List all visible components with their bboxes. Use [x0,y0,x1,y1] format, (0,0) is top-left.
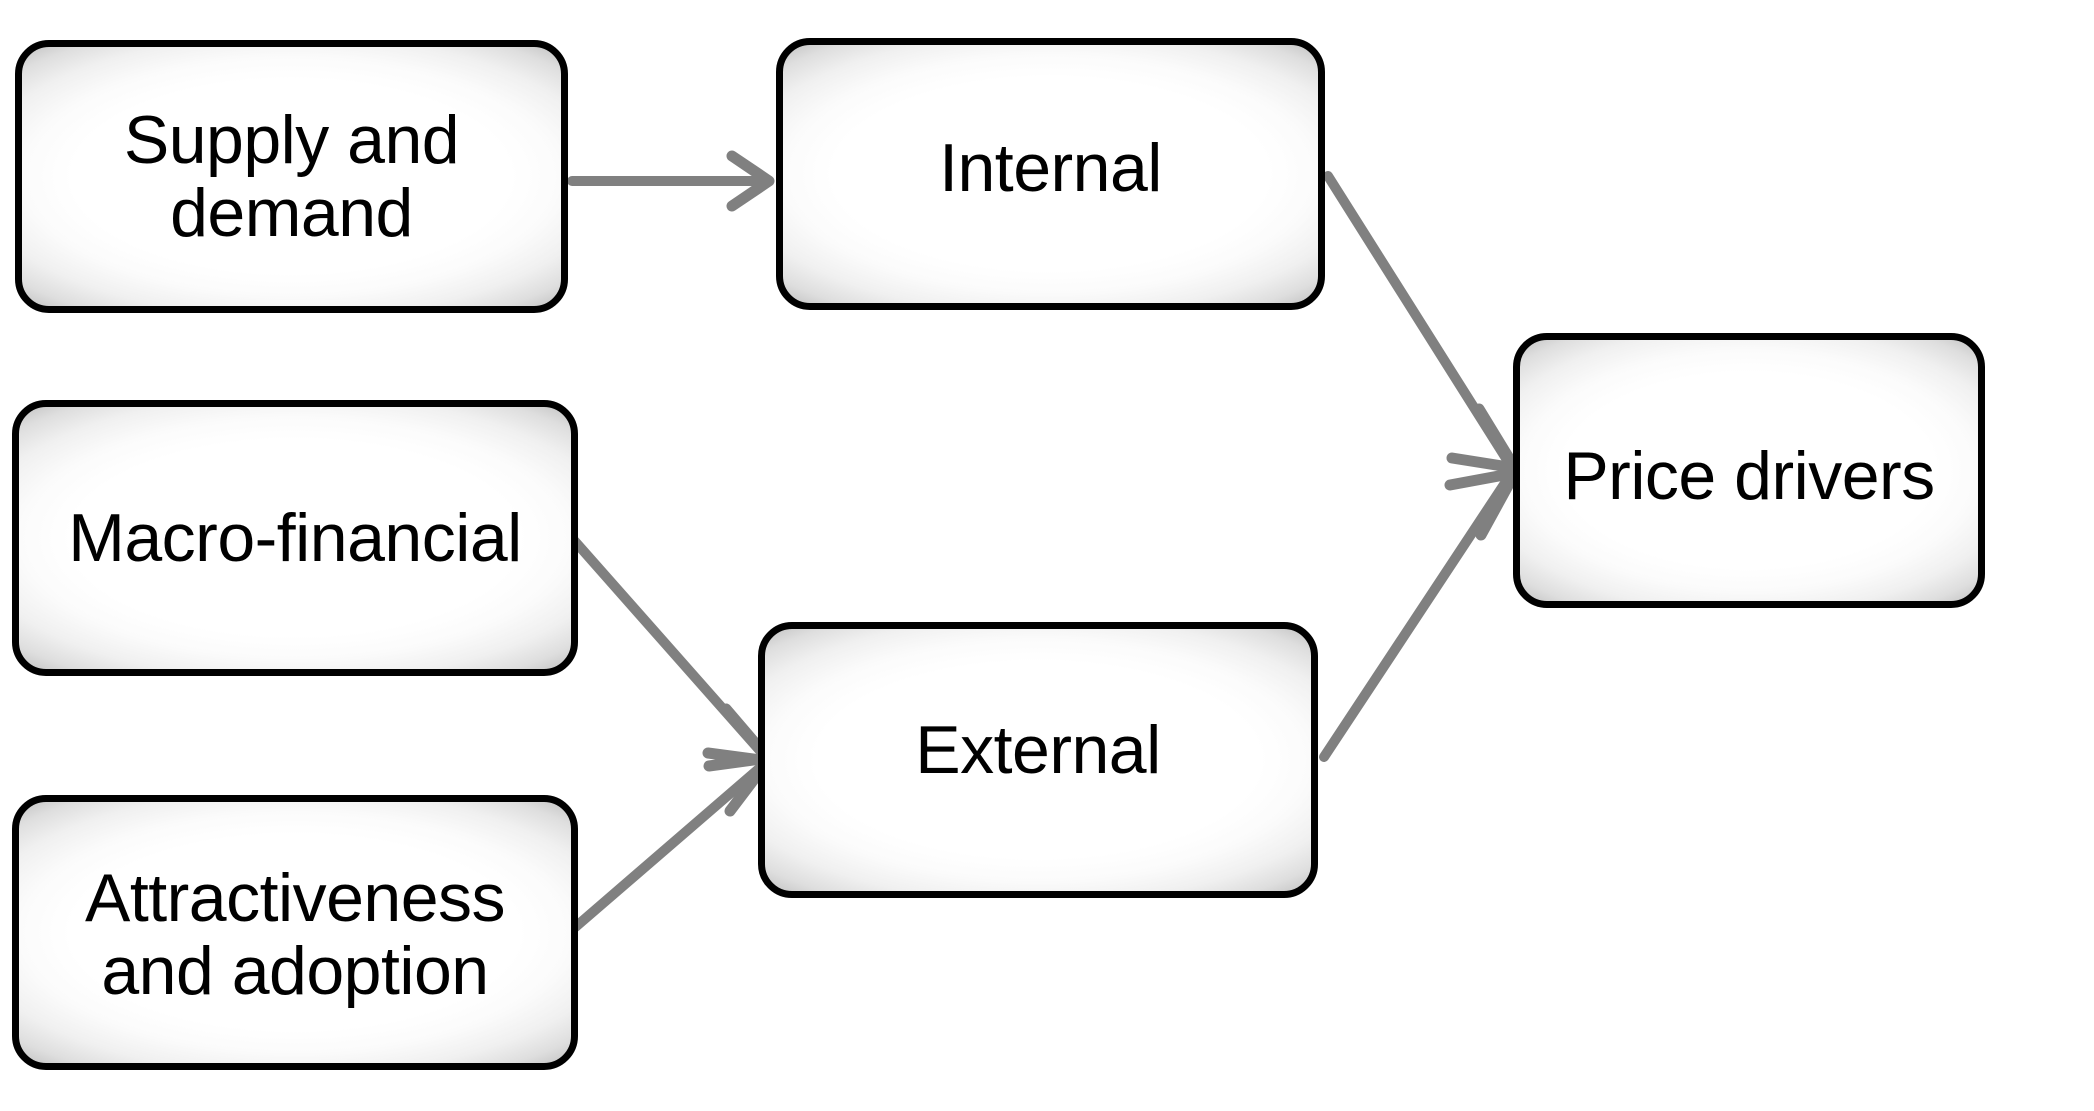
node-label-external: External [915,711,1161,788]
edge-supply-to-internal [567,150,775,212]
node-label-macro-financial: Macro-financial [68,499,522,576]
edge-external-to-price [1319,467,1521,762]
edge-attractiveness-to-external [567,747,774,935]
edge-internal-to-price [1323,171,1521,474]
node-macro-financial[interactable]: Macro-financial [12,400,578,676]
node-label-price-drivers: Price drivers [1563,438,1935,515]
node-label-internal: Internal [939,129,1162,206]
node-internal[interactable]: Internal [776,38,1325,310]
node-attractiveness-and-adoption[interactable]: Attractiveness and adoption [12,795,578,1070]
node-supply-and-demand[interactable]: Supply and demand [15,40,568,313]
node-label-attractiveness-and-adoption: Attractiveness and adoption [84,860,506,1009]
edge-macro-to-external [567,533,774,772]
node-label-supply-and-demand: Supply and demand [123,102,460,251]
node-price-drivers[interactable]: Price drivers [1513,333,1985,608]
node-external[interactable]: External [758,622,1318,898]
